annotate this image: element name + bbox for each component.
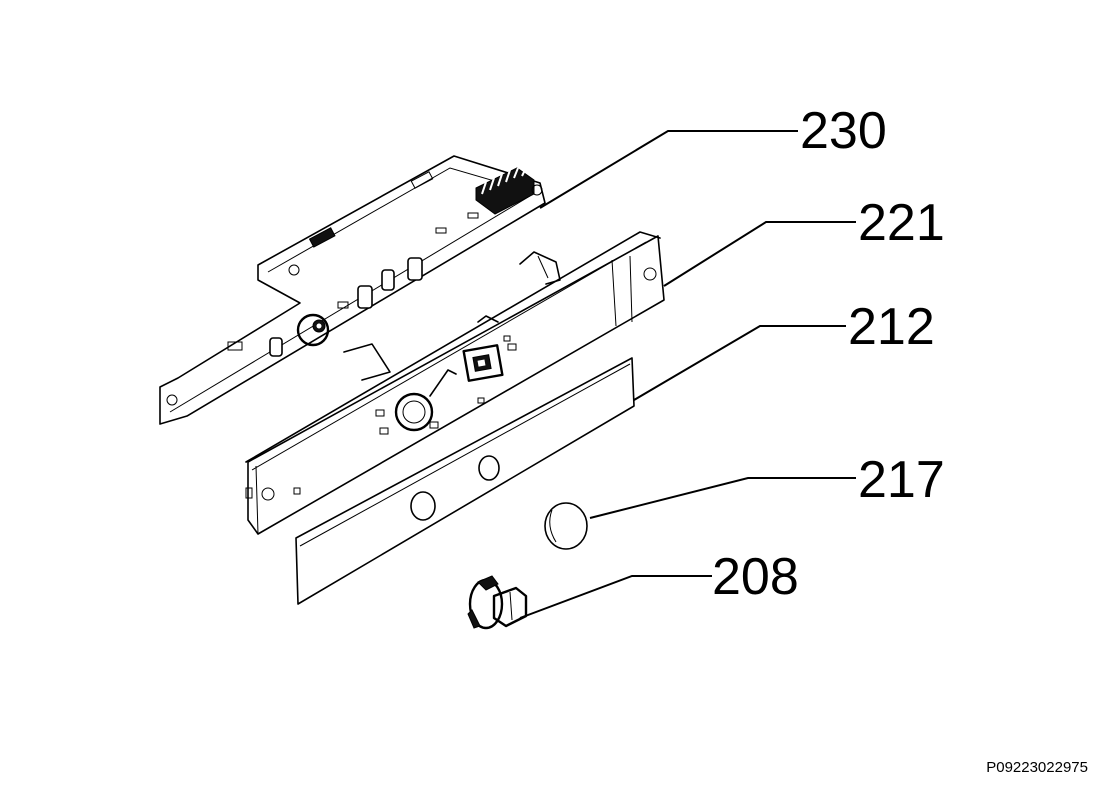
leader-221: [663, 221, 856, 287]
callout-217: 217: [858, 451, 945, 509]
board-components: [227, 257, 423, 357]
callout-208: 208: [712, 548, 799, 606]
part-217-button-cap: [544, 502, 588, 550]
part-208-knob: [467, 575, 528, 630]
leader-230: [539, 130, 798, 209]
part-221-front-frame: [245, 231, 665, 535]
leader-208: [519, 575, 712, 619]
callout-212: 212: [848, 298, 935, 356]
leader-217: [589, 477, 856, 519]
leader-212: [633, 325, 846, 401]
leader-lines: [519, 130, 856, 619]
part-230-control-board: [159, 155, 546, 425]
callout-labels: 230 221 212 217 208: [712, 102, 945, 606]
callout-230: 230: [800, 102, 887, 160]
callout-221: 221: [858, 194, 945, 252]
part-212-panel-foil: [295, 357, 635, 605]
document-code: P09223022975: [986, 759, 1088, 776]
